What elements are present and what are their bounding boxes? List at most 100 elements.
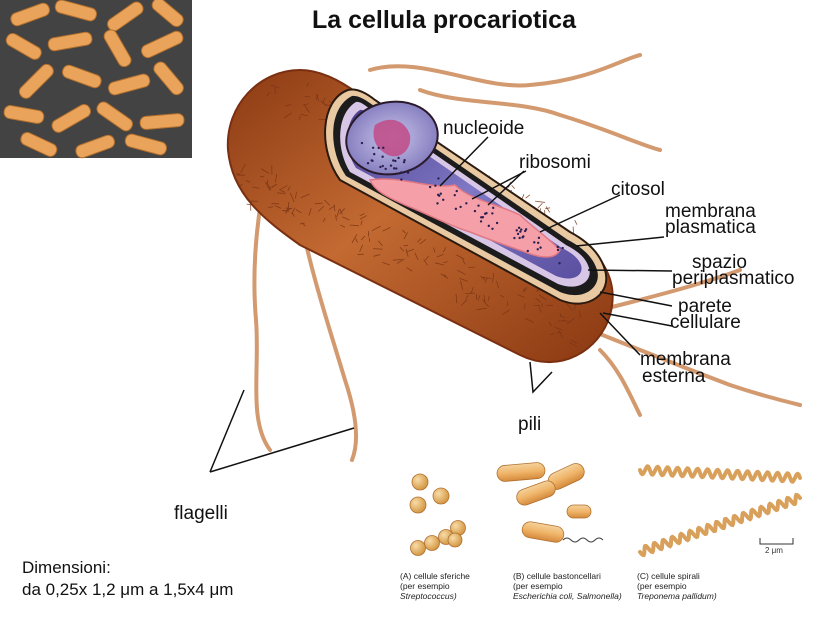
surface-hair [275, 173, 277, 183]
ribosome-dot [437, 177, 440, 180]
surface-hair [538, 294, 547, 301]
surface-hair [339, 208, 346, 214]
rod-cells [496, 462, 592, 543]
surface-hair [245, 180, 250, 183]
caption-spherical-title: (A) cellule sferiche [400, 571, 470, 581]
ribosome-dot [477, 204, 480, 207]
ribosome-dot [439, 192, 443, 195]
surface-hair [456, 254, 465, 260]
surface-hair [517, 294, 525, 298]
surface-hair [570, 339, 578, 344]
ribosome-dot [360, 141, 364, 145]
ribosome-dot [389, 164, 393, 167]
label-spazio: spazio [692, 252, 747, 273]
ribosome-dot [373, 152, 376, 156]
surface-hair [266, 92, 270, 97]
surface-hair [342, 216, 350, 221]
surface-hair [487, 295, 490, 301]
surface-hair [382, 227, 391, 232]
surface-hair [566, 317, 576, 325]
ribosome-dot [459, 205, 462, 209]
surface-hair [287, 186, 291, 191]
ribosome-dot [558, 262, 561, 265]
ribosome-dot [561, 246, 564, 250]
surface-hair [300, 193, 310, 199]
surface-hair [274, 205, 282, 209]
surface-hair [402, 229, 406, 234]
label-periplasmatico: periplasmatico [672, 268, 795, 289]
surface-hair [373, 254, 381, 257]
surface-hair [480, 275, 486, 281]
surface-hair [266, 182, 272, 191]
ribosome-dot [381, 164, 384, 168]
caption-rod-species: Escherichia coli, Salmonella) [513, 591, 622, 601]
caption-rod-title: (B) cellule bastoncellari [513, 571, 601, 581]
ribosome-dot [454, 207, 458, 211]
surface-hair [549, 332, 555, 336]
ribosome-dot [495, 221, 499, 225]
page-title: La cellula procariotica [312, 6, 576, 34]
ribosome-dot [455, 189, 458, 193]
caption-spherical-species: Streptococcus) [400, 591, 457, 601]
ribosome-dot [479, 220, 483, 223]
surface-hair [548, 321, 552, 326]
ribosome-dot [397, 156, 400, 160]
surface-hair [405, 248, 409, 257]
surface-hair [403, 232, 408, 240]
surface-hair [399, 246, 405, 252]
surface-hair [524, 287, 528, 292]
ribosome-dot [413, 167, 416, 170]
surface-hair [278, 185, 288, 191]
surface-hair [304, 95, 311, 98]
dimensions-text: Dimensioni: da 0,25x 1,2 μm a 1,5x4 μm [22, 557, 233, 601]
surface-hair [284, 207, 293, 212]
surface-hair [295, 191, 297, 199]
surface-hair [406, 248, 415, 253]
ribosome-dot [513, 236, 516, 240]
ribosome-dot [428, 185, 432, 189]
surface-hair [496, 280, 499, 288]
surface-hair [523, 287, 525, 293]
surface-hair [433, 247, 436, 253]
surface-hair [335, 214, 337, 221]
surface-hair [246, 203, 253, 206]
caption-spherical-example: (per esempio [400, 581, 450, 591]
ribosome-dot [442, 198, 445, 201]
surface-hair [328, 205, 335, 210]
spherical-cells [409, 473, 466, 556]
ribosome-dot [453, 193, 456, 197]
ribosome-dot [465, 202, 468, 205]
ribosome-dot [377, 146, 380, 150]
surface-hair [316, 93, 319, 102]
ribosome-dot [381, 155, 384, 158]
surface-hair [459, 277, 468, 282]
ribosome-dot [481, 216, 485, 219]
surface-hair [295, 209, 302, 214]
surface-hair [268, 206, 274, 209]
surface-hair [443, 247, 447, 253]
ribosome-dot [539, 246, 542, 249]
ribosome-dot [556, 248, 560, 252]
surface-hair [315, 93, 319, 101]
surface-hair [360, 220, 363, 226]
surface-hair [574, 219, 578, 225]
surface-hair [525, 194, 531, 199]
ribosome-dot [400, 178, 403, 181]
ribosome-dot [370, 159, 373, 162]
ribosome-dot [517, 226, 521, 229]
surface-hair [308, 208, 312, 216]
surface-hair [482, 299, 490, 308]
surface-hair [568, 342, 578, 348]
ribosome-dot [520, 228, 523, 231]
surface-hair [302, 103, 309, 106]
ribosome-dot [379, 165, 382, 169]
label-ribosomi: ribosomi [519, 152, 591, 173]
surface-hair [269, 183, 278, 189]
surface-hair [336, 209, 340, 218]
surface-hair [558, 330, 564, 338]
ribosome-dot [536, 248, 539, 251]
ribosome-dot [521, 236, 524, 239]
label-membrana-plasmatica-2: plasmatica [665, 217, 756, 238]
surface-hair [537, 202, 543, 209]
